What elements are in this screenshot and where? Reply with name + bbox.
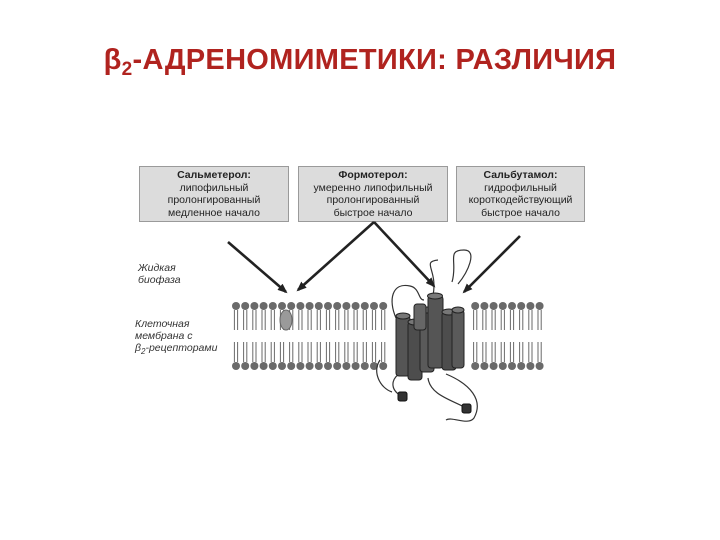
lipid-head [324, 302, 332, 310]
lipid-head [508, 362, 516, 370]
membrane-beta: β [135, 342, 141, 354]
lipid-head [342, 302, 351, 310]
lipid-head [526, 362, 535, 370]
lipid-head [268, 302, 277, 310]
lipid-head [480, 362, 489, 370]
phosphorylation-sites [397, 391, 472, 414]
lipid-head [241, 302, 250, 310]
lipid-head [333, 362, 342, 370]
lipid-head [498, 362, 507, 370]
lipid-head [351, 362, 360, 370]
formoterol-line-1: умеренно липофильный [313, 181, 433, 194]
lipid-head [259, 362, 268, 370]
lipid-bilayer [232, 302, 544, 370]
lipid-head [480, 302, 489, 310]
title-prefix: β [103, 44, 122, 76]
biophase-label: Жидкая биофаза [138, 262, 181, 286]
arrow-salbutamol [462, 235, 521, 294]
salbutamol-box: Сальбутамол: гидрофильный короткодейству… [456, 166, 585, 222]
lipid-head [232, 362, 240, 370]
membrane-line-3: β2-рецепторами [135, 342, 217, 358]
slide-title: β2-АДРЕНОМИМЕТИКИ: РАЗЛИЧИЯ [0, 44, 720, 81]
biophase-line-2: биофаза [138, 274, 181, 286]
lipid-head [278, 362, 286, 370]
receptor-helices [395, 292, 465, 381]
lipid-head [250, 362, 259, 370]
salmeterol-line-1: липофильный [179, 181, 249, 194]
lipid-head [314, 302, 323, 310]
lipid-head [287, 362, 296, 370]
lipid-head [535, 362, 544, 370]
title-rest: -АДРЕНОМИМЕТИКИ: РАЗЛИЧИЯ [132, 44, 617, 76]
membrane-beta-sub: 2 [141, 347, 146, 357]
lipid-head [268, 362, 277, 370]
lipid-head [498, 302, 507, 310]
lipid-head [535, 302, 544, 310]
lipid-head [360, 302, 369, 310]
biophase-line-1: Жидкая [138, 262, 176, 274]
arrow-formoterol-right [373, 221, 436, 288]
salbutamol-heading: Сальбутамол: [483, 169, 558, 181]
lipid-head [517, 302, 526, 310]
membrane-label: Клеточная мембрана с β2-рецепторами [135, 318, 217, 358]
lipid-head [471, 362, 480, 370]
salbutamol-line-2: короткодействующий [468, 194, 573, 206]
lipid-head [314, 362, 323, 370]
lipid-head [296, 302, 305, 310]
lipid-head [471, 302, 480, 310]
lipid-head [508, 302, 516, 310]
lipid-head [351, 302, 360, 310]
salmeterol-molecule [279, 309, 293, 331]
formoterol-line-3: быстрое начало [333, 206, 413, 219]
lipid-head [278, 302, 286, 310]
lipid-head [489, 302, 498, 310]
lipid-head [379, 302, 388, 310]
lipid-head [360, 362, 369, 370]
membrane-receptors-text: -рецепторами [145, 342, 218, 354]
lipid-head [324, 362, 332, 370]
arrow-formoterol-left [296, 221, 375, 292]
lipid-head [241, 362, 250, 370]
salmeterol-line-3: медленное начало [168, 206, 260, 219]
lipid-head [370, 302, 378, 310]
lipid-head [250, 302, 259, 310]
lipid-head [379, 362, 388, 370]
lipid-head [370, 362, 378, 370]
lipid-head [489, 362, 498, 370]
lipid-head [305, 362, 314, 370]
arrow-salmeterol [227, 241, 288, 294]
membrane-line-1: Клеточная [135, 318, 190, 330]
salmeterol-line-2: пролонгированный [167, 194, 261, 206]
lipid-head [305, 302, 314, 310]
lipid-head [517, 362, 526, 370]
formoterol-box: Формотерол: умеренно липофильный пролонг… [298, 166, 448, 222]
lipid-head [296, 362, 305, 370]
salmeterol-heading: Сальметерол: [177, 169, 251, 181]
salbutamol-line-3: быстрое начало [481, 206, 560, 219]
arrows [227, 221, 521, 294]
formoterol-heading: Формотерол: [338, 169, 408, 181]
membrane-line-2: мембрана с [135, 330, 193, 342]
lipid-head [333, 302, 342, 310]
formoterol-line-2: пролонгированный [326, 194, 420, 206]
salbutamol-line-1: гидрофильный [484, 181, 557, 194]
lipid-head [287, 302, 296, 310]
lipid-head [232, 302, 240, 310]
title-subscript: 2 [121, 59, 133, 80]
salmeterol-box: Сальметерол: липофильный пролонгированны… [139, 166, 289, 222]
lipid-head [526, 302, 535, 310]
lipid-head [259, 302, 268, 310]
lipid-head [342, 362, 351, 370]
